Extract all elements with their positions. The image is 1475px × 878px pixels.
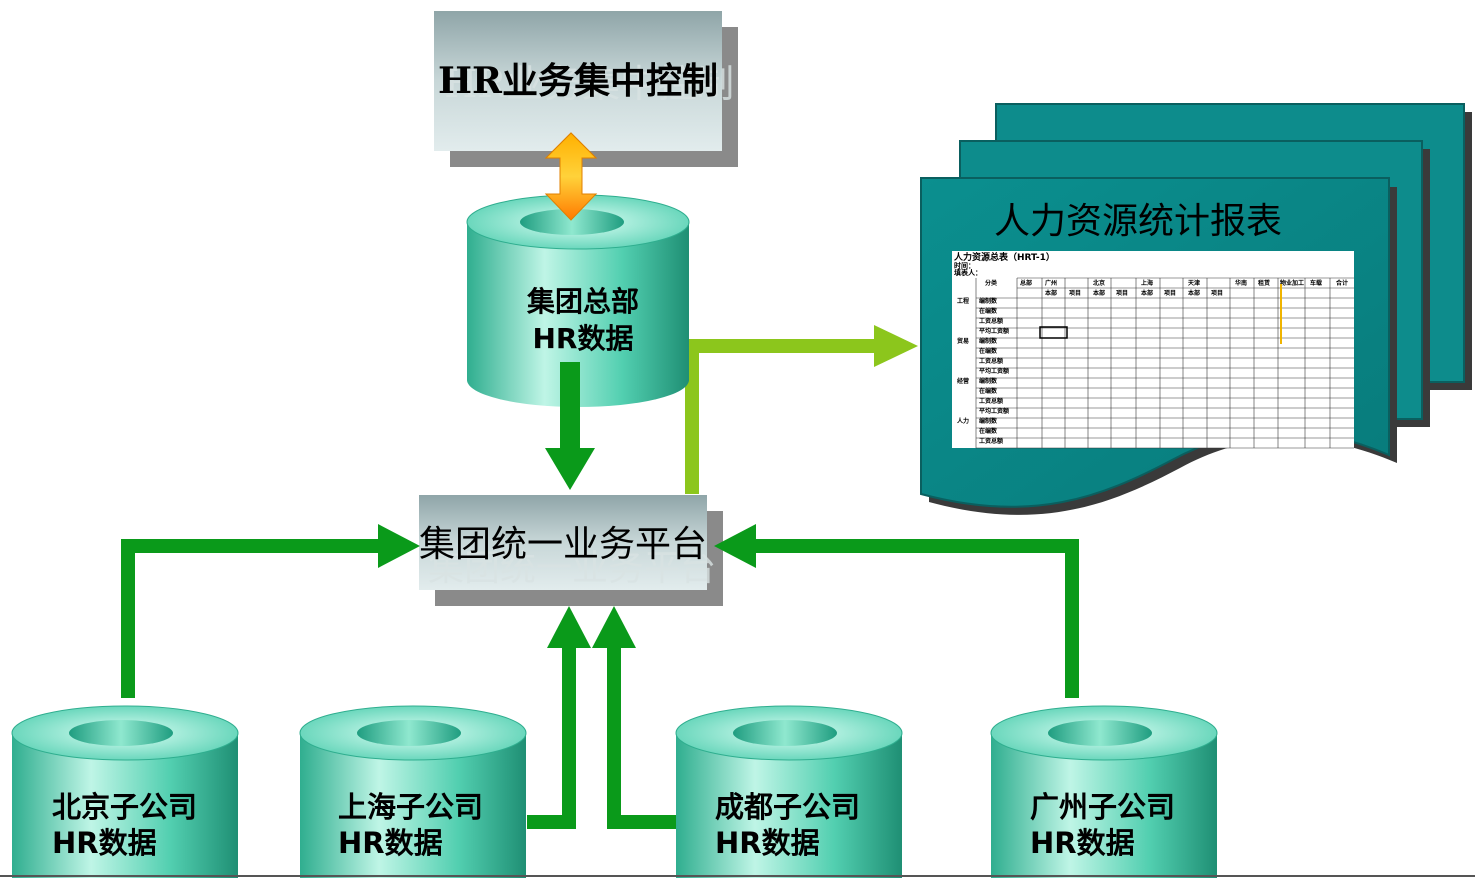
platform-label: 集团统一业务平台 (419, 524, 707, 565)
subsidiary-line2: HR数据 (1030, 826, 1135, 860)
cylinder-body (12, 733, 238, 878)
sheet-row-label: 在编数 (979, 307, 998, 315)
sheet-row-label: 编制数 (979, 417, 998, 425)
sheet-row-label: 平均工资额 (979, 407, 1009, 415)
report-title: 人力资源统计报表 (994, 201, 1282, 242)
subsidiary-line1: 成都子公司 (715, 790, 860, 824)
sheet-sub-header: 项目 (1116, 289, 1128, 297)
sheet-grid (975, 277, 1354, 449)
sheet-sub-header: 项目 (1164, 289, 1176, 297)
sheet-col-header: 总部 (1020, 279, 1032, 287)
hq-to-platform-arrow (545, 362, 595, 490)
sheet-col-header: 分类 (985, 279, 998, 287)
sheet-row-label: 编制数 (979, 377, 998, 385)
sheet-row-label: 编制数 (979, 297, 998, 305)
subsidiary-line1: 北京子公司 (52, 790, 197, 824)
sheet-group-label: 经营 (957, 377, 969, 385)
sheet-meta-filler: 填表人： (954, 268, 982, 277)
sheet-sub-header: 本部 (1045, 289, 1057, 297)
sheet-col-header: 车载 (1310, 279, 1322, 287)
sheet-row-label: 工资总额 (979, 317, 1003, 325)
spreadsheet-background (952, 251, 1354, 448)
subsidiary-line2: HR数据 (52, 826, 157, 860)
guangzhou-arrow (714, 524, 1079, 698)
selected-cell (1039, 326, 1068, 339)
shanghai-arrow (527, 606, 591, 829)
sheet-sub-header: 本部 (1188, 289, 1200, 297)
sheet-col-header: 上海 (1141, 279, 1153, 287)
platform-box: 集团统一业务平台 集团统一业务平台 (419, 495, 723, 606)
sheet-title: 人力资源总表（HRT-1） (953, 251, 1055, 263)
report-spreadsheet: 人力资源总表（HRT-1） 时间： 填表人： 分类 总部 广州 北京 上海 天津 华南 租赁 物… (952, 251, 1354, 449)
sheet-row-label: 在编数 (979, 347, 998, 355)
top-control-box: HR业务集中控制 HR业务集中控制 (434, 11, 738, 167)
chengdu-arrow (592, 606, 676, 829)
platform-label-shadow: 集团统一业务平台 (428, 548, 716, 589)
orange-double-arrow-front (544, 132, 598, 221)
sheet-sub-header: 项目 (1211, 289, 1223, 297)
cylinder-hole (733, 720, 837, 746)
sheet-col-header: 广州 (1045, 279, 1057, 287)
sheet-col-header: 租赁 (1258, 279, 1270, 287)
hq-db-line1: 集团总部 (526, 285, 639, 318)
sheet-row-label: 在编数 (979, 427, 998, 435)
sheet-sub-header: 项目 (1069, 289, 1081, 297)
sheet-row-label: 工资总额 (979, 397, 1003, 405)
subsidiary-line1: 上海子公司 (338, 790, 483, 824)
sheet-col-header: 物业加工 (1280, 279, 1304, 287)
cylinder-hole (69, 720, 173, 746)
cylinder-body (300, 733, 526, 878)
report-flow-arrow (685, 325, 918, 494)
sheet-row-label: 平均工资额 (979, 327, 1009, 335)
top-box-label: HR业务集中控制 (438, 60, 718, 102)
sheet-row-label: 工资总额 (979, 357, 1003, 365)
cylinder-body (676, 733, 902, 878)
sheet-text: 分类 总部 广州 北京 上海 天津 华南 租赁 物业加工车载 合计本部 项目 本部 项目 本部 项目 本部 项目… (957, 279, 1348, 445)
sheet-row-label: 在编数 (979, 387, 998, 395)
sheet-row-label: 平均工资额 (979, 367, 1009, 375)
hq-db-line2: HR数据 (533, 322, 634, 355)
sheet-col-header: 北京 (1093, 279, 1105, 287)
cylinder-hole (1048, 720, 1152, 746)
sheet-group-label: 人力 (957, 417, 969, 425)
subsidiary-line1: 广州子公司 (1030, 790, 1175, 824)
sheet-meta-time: 时间： (954, 261, 975, 270)
sheet-group-label: 贸易 (957, 337, 969, 345)
sheet-group-label: 工程 (957, 297, 969, 305)
cylinder-hole (357, 720, 461, 746)
report-stack: 人力资源统计报表 人力资源总表（HRT-1） 时间： 填表人： 分类 总部 广州 北京… (920, 103, 1472, 515)
subsidiary-line2: HR数据 (338, 826, 443, 860)
sheet-col-header: 天津 (1188, 279, 1200, 287)
sheet-sub-header: 本部 (1093, 289, 1105, 297)
top-box-label-shadow: HR业务集中控制 (444, 62, 734, 106)
sheet-row-label: 编制数 (979, 337, 998, 345)
sheet-col-header: 华南 (1235, 279, 1247, 287)
sheet-col-header: 合计 (1336, 279, 1348, 287)
beijing-arrow (121, 524, 420, 698)
cylinder-body (991, 733, 1217, 878)
subsidiary-line2: HR数据 (715, 826, 820, 860)
sheet-sub-header: 本部 (1141, 289, 1153, 297)
hq-database-cylinder: 集团总部 HR数据 (466, 194, 690, 407)
sheet-row-label: 工资总额 (979, 437, 1003, 445)
